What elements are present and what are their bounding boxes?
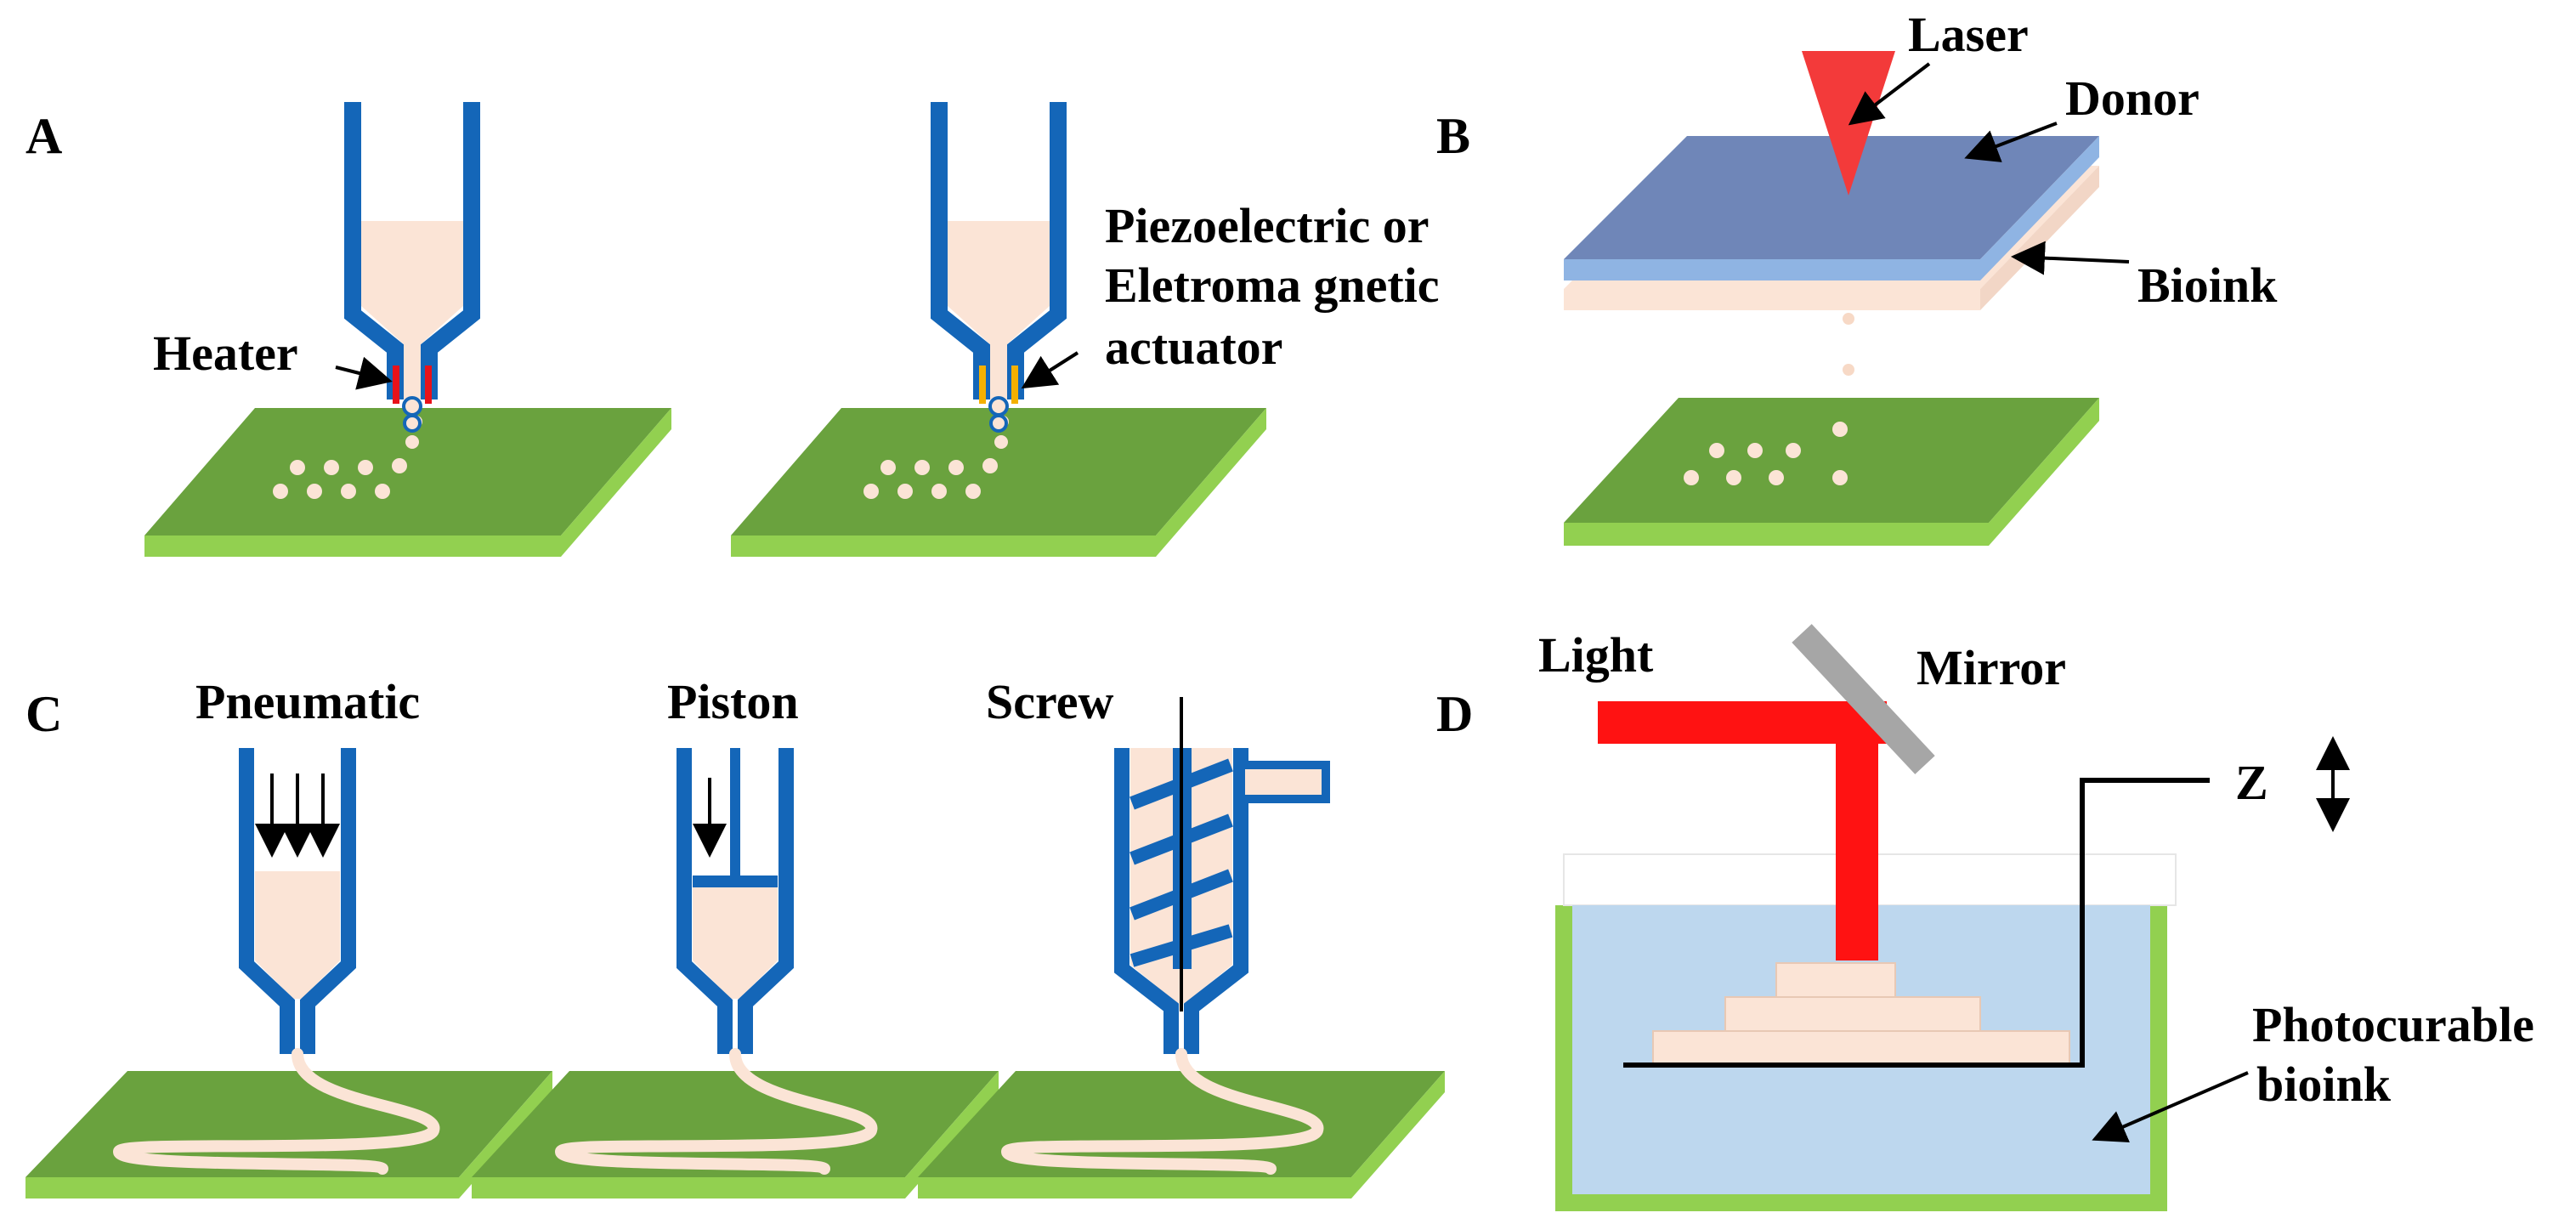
heater-label: Heater bbox=[153, 326, 298, 381]
light-label: Light bbox=[1538, 627, 1654, 683]
actuator-label-line3: actuator bbox=[1105, 320, 1282, 375]
mirror bbox=[1792, 624, 1935, 774]
printed-layer-1 bbox=[1652, 1030, 2070, 1066]
panel-c-letter: C bbox=[25, 686, 62, 742]
panel-a-letter: A bbox=[25, 108, 62, 164]
actuator-left bbox=[979, 366, 986, 404]
bioink-layer-side bbox=[1980, 166, 2099, 310]
pneumatic-filament bbox=[112, 1048, 440, 1175]
donor-slide bbox=[1564, 136, 2099, 259]
platform-c1 bbox=[25, 1071, 552, 1198]
screw-nozzle bbox=[1114, 697, 1330, 1054]
heater-left bbox=[393, 366, 399, 404]
platform-b bbox=[1564, 398, 2099, 546]
laser-label: Laser bbox=[1908, 7, 2029, 62]
pneumatic-nozzle bbox=[239, 748, 356, 1054]
bioink-arrow bbox=[2011, 241, 2130, 275]
photocurable-arrow bbox=[2092, 1071, 2249, 1143]
heater-arrow bbox=[335, 356, 393, 390]
build-platform bbox=[1623, 778, 2210, 1068]
photocurable-label-line2: bioink bbox=[2256, 1057, 2392, 1112]
panel-b-letter: B bbox=[1436, 108, 1470, 164]
panel-c: C Pneumatic bbox=[25, 674, 1445, 1198]
printed-layer-3 bbox=[1775, 962, 1896, 998]
actuator-label-line1: Piezoelectric or bbox=[1105, 198, 1430, 253]
piston-filament bbox=[554, 1048, 878, 1175]
heater-right bbox=[425, 366, 432, 404]
panel-d: D Light Mirror Z Photocurable bioink bbox=[1436, 624, 2534, 1211]
bioink-layer-edge bbox=[1564, 289, 1980, 310]
screw-filament bbox=[1000, 1048, 1324, 1175]
falling-droplet-2 bbox=[1843, 364, 1854, 376]
donor-slide-side bbox=[1980, 136, 2099, 280]
falling-droplet-1 bbox=[1843, 313, 1854, 325]
photocurable-label-line1: Photocurable bbox=[2252, 997, 2534, 1052]
panel-b: B Laser Donor Bioink bbox=[1436, 7, 2278, 546]
donor-label: Donor bbox=[2065, 71, 2200, 126]
droplets-b bbox=[1684, 422, 1848, 485]
piston-label: Piston bbox=[667, 674, 799, 729]
platform-a1 bbox=[144, 408, 671, 557]
z-label: Z bbox=[2235, 755, 2268, 810]
thermal-nozzle bbox=[344, 102, 480, 433]
actuator-arrow bbox=[1021, 351, 1079, 389]
light-beam-vertical bbox=[1836, 701, 1878, 960]
droplets-a1 bbox=[273, 416, 422, 499]
laser-arrow bbox=[1848, 62, 1931, 126]
panel-a: A Heater bbox=[25, 102, 1440, 557]
panel-d-letter: D bbox=[1436, 686, 1473, 742]
donor-slide-edge bbox=[1564, 259, 1980, 280]
pneumatic-label: Pneumatic bbox=[195, 674, 420, 729]
mirror-label: Mirror bbox=[1916, 640, 2066, 695]
printed-layer-2 bbox=[1724, 996, 1981, 1032]
bioink-label: Bioink bbox=[2137, 258, 2278, 313]
platform-a2 bbox=[731, 408, 1266, 557]
piston-nozzle bbox=[677, 748, 794, 1054]
actuator-right bbox=[1011, 366, 1018, 404]
screw-label: Screw bbox=[986, 674, 1113, 729]
actuator-label-line2: Eletroma gnetic bbox=[1105, 258, 1440, 313]
donor-arrow bbox=[1964, 122, 2058, 162]
vat-wall bbox=[1555, 905, 2167, 1211]
piezo-nozzle bbox=[931, 102, 1067, 433]
